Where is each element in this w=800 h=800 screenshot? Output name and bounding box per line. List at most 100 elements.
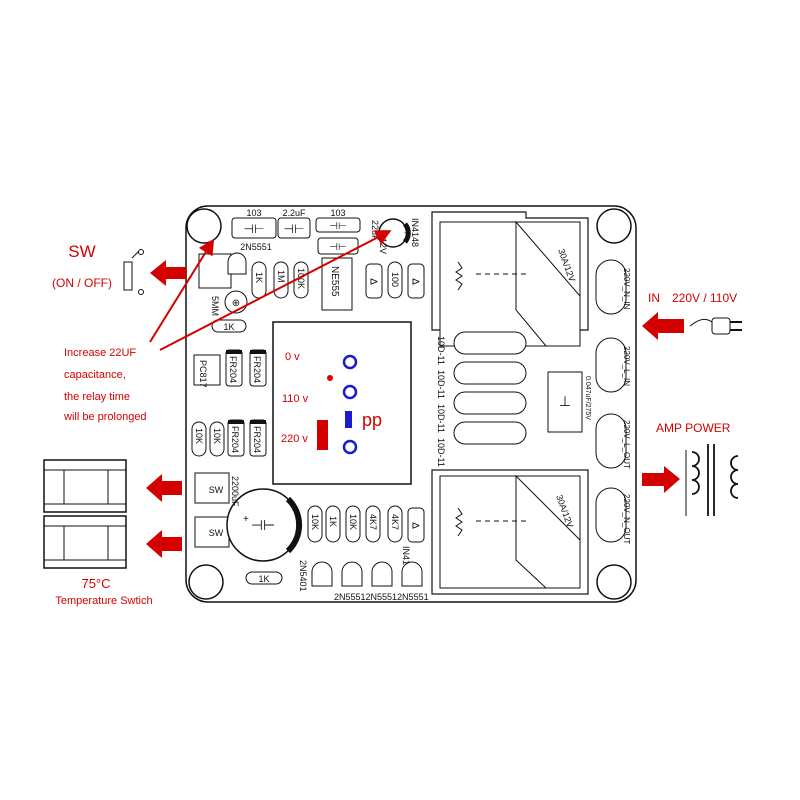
note-line-4: will be prolonged	[63, 411, 147, 423]
cap-22uf-top	[277, 217, 311, 239]
resistor-1k-d: 1K	[325, 505, 341, 543]
label-0v: 0 v	[285, 351, 300, 363]
note-pointer-a	[149, 238, 215, 343]
fr204-d-label: FR204	[252, 426, 262, 453]
varistor-2-label: 10D-11	[436, 370, 446, 399]
arrow-temp-b	[146, 530, 182, 558]
note-line-1: Increase 22UF	[64, 347, 136, 359]
sw-title: SW	[68, 242, 95, 261]
cap-symbol: ⊣⊢	[251, 517, 275, 533]
plug-icon	[689, 317, 742, 335]
relay-bottom-flange	[515, 474, 581, 589]
fr204-b-label: FR204	[252, 356, 262, 383]
r1k-c-label: 1K	[258, 574, 269, 584]
varistor-2	[453, 361, 527, 385]
transformer-icon	[685, 444, 739, 516]
cap-2200uf-label: 2200uF	[230, 476, 240, 507]
resistor-1k-c: 1K	[245, 571, 283, 585]
terminal-l-out-label: 220V_L_OUT	[622, 420, 631, 469]
resistor-10k-b: 10K	[209, 421, 225, 457]
r1k-b-label: 1K	[223, 322, 234, 332]
r4k7-a-label: 4K7	[368, 514, 378, 530]
fr204-c: FR204	[227, 419, 245, 457]
mounting-hole-bl	[188, 564, 224, 600]
cap-103-b	[315, 217, 361, 233]
plus-sign: +	[243, 514, 249, 525]
voltage-select-jumper	[317, 420, 328, 450]
jumper-link	[345, 411, 352, 428]
ne555-label: NE555	[329, 266, 340, 297]
diode-b: ⊳	[407, 263, 425, 299]
sw-b-label: SW	[209, 528, 224, 538]
transistor-2n5551-c	[401, 561, 423, 587]
relay-coil-bottom	[455, 507, 463, 537]
r10k-d-label: 10K	[348, 514, 358, 530]
sw-connector-a: SW	[194, 472, 230, 504]
resistor-1k-a: 1K	[251, 261, 267, 299]
resistor-4k7-b: 4K7	[387, 505, 403, 543]
cap-symbol: ⊥	[559, 393, 571, 409]
amp-power-label: AMP POWER	[656, 421, 731, 435]
temp-label: Temperature Swtich	[55, 595, 152, 607]
transformer-block	[272, 321, 412, 485]
cap-symbol: ⊣⊢	[244, 222, 265, 236]
arrow-temp-a	[146, 474, 182, 502]
r1m-label: 1M	[276, 270, 286, 283]
resistor-10k-a: 10K	[191, 421, 207, 457]
pc817-label: PC817	[198, 360, 208, 388]
cap-small	[317, 237, 359, 255]
t-bottom-row-label: 2N55512N55512N5551	[334, 592, 429, 602]
jumper-pad-0v	[342, 354, 358, 370]
label-220v: 220 v	[281, 433, 308, 445]
temp-switch-a	[43, 459, 127, 513]
varistor-3	[453, 391, 527, 415]
ne555-chip: NE555	[321, 257, 353, 311]
svg-text:⊳: ⊳	[369, 276, 378, 288]
resistor-10k-c: 10K	[307, 505, 323, 543]
in-voltage: 220V / 110V	[672, 291, 737, 305]
temp-value: 75°C	[81, 576, 110, 591]
label-pp: pp	[362, 410, 382, 430]
svg-text:⊳: ⊳	[411, 520, 420, 532]
t-2n5551-top-label: 2N5551	[240, 242, 272, 252]
r10k-c-label: 10K	[310, 514, 320, 530]
fr204-a: FR204	[225, 349, 243, 387]
resistor-1m: 1M	[273, 261, 289, 299]
note-pointer-b	[159, 230, 392, 351]
r1k-a-label: 1K	[254, 272, 264, 283]
terminal-l-in: 220V_L_IN	[595, 337, 631, 393]
relay-coil-top	[455, 261, 463, 291]
mounting-hole-br	[596, 564, 632, 600]
varistor-1	[453, 331, 527, 355]
cap-103-a-label: 103	[246, 208, 261, 218]
diode-c: ⊳	[407, 507, 425, 543]
arrow-sw	[150, 260, 186, 286]
resistor-1k-b: 1K	[211, 319, 247, 333]
r1k-d-label: 1K	[328, 516, 338, 527]
transistor-2n5551-b	[371, 561, 393, 587]
jumper-pad-bottom	[342, 439, 358, 455]
in4148-top-label: IN4148	[410, 218, 420, 247]
fr204-d: FR204	[249, 419, 267, 457]
r4k7-b-label: 4K7	[390, 514, 400, 530]
varistor-1-label: 10D-11	[436, 336, 446, 365]
cap-103-b-label: 103	[330, 208, 345, 218]
terminal-n-in: 220V_N_IN	[595, 259, 631, 315]
transistor-2n5401	[311, 561, 333, 587]
terminal-l-in-label: 220V_L_IN	[622, 346, 631, 386]
led-5mm-label: 5MM	[210, 296, 220, 316]
v12-label: 12V	[378, 238, 388, 254]
terminal-n-in-label: 220V_N_IN	[622, 268, 631, 310]
r100-label: 100	[390, 272, 400, 287]
sw-subtitle: (ON / OFF)	[52, 276, 112, 290]
in4148-bot-label: IN4148	[401, 546, 411, 575]
varistor-4	[453, 421, 527, 445]
note-line-3: the relay time	[64, 391, 130, 403]
sw-connector-b: SW	[194, 516, 230, 548]
cap-symbol: ⊣⊢	[329, 221, 346, 232]
cap-symbol: ⊣⊢	[284, 222, 305, 236]
resistor-10k-d: 10K	[345, 505, 361, 543]
mounting-hole-tl	[186, 208, 222, 244]
varistor-3-label: 10D-11	[436, 404, 446, 433]
